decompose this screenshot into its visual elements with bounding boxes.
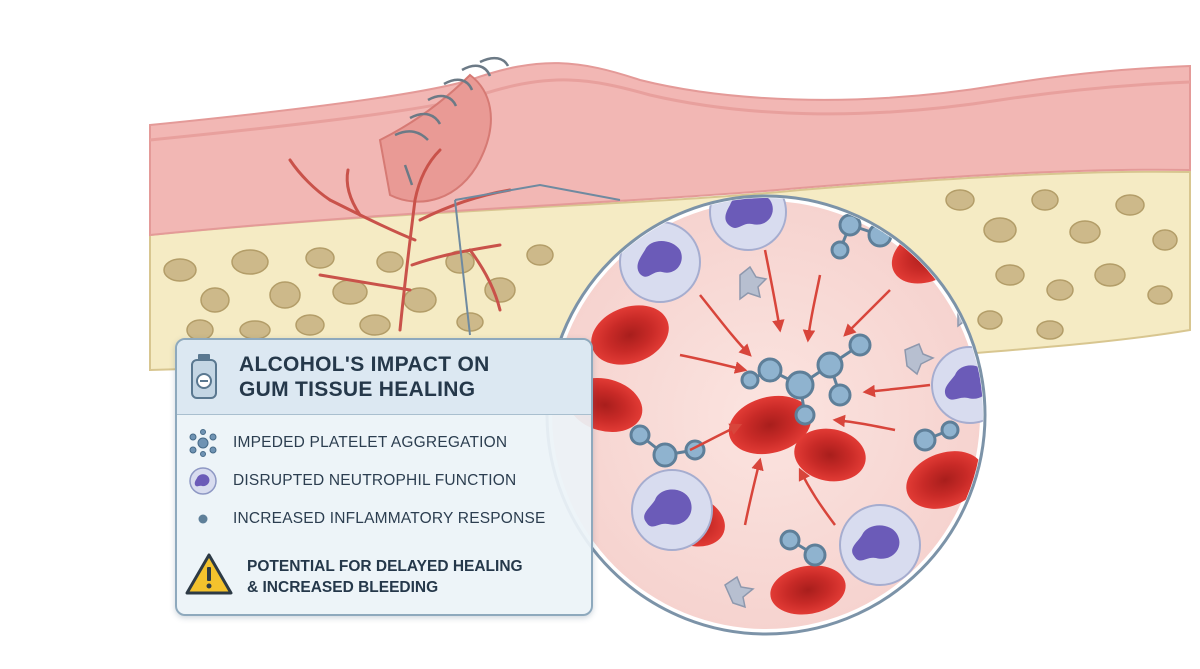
warning-callout: POTENTIAL FOR DELAYED HEALING & INCREASE… (185, 548, 585, 604)
panel-header: ALCOHOL'S IMPACT ON GUM TISSUE HEALING (177, 340, 591, 415)
blood-vessels (288, 148, 512, 332)
page-title: ALCOHOL'S IMPACT ON GUM TISSUE HEALING (239, 352, 579, 402)
gum-tissue (149, 56, 1191, 332)
neutrophils (619, 198, 983, 586)
warning-line-2: & INCREASED BLEEDING (247, 579, 439, 596)
list-item-inflammatory: INCREASED INFLAMMATORY RESPONSE (187, 502, 587, 536)
alcohol-bottle-icon (191, 354, 217, 399)
title-line-1: ALCOHOL'S IMPACT ON (239, 353, 490, 376)
list-item-platelet: IMPEDED PLATELET AGGREGATION (187, 426, 587, 460)
sutures (394, 56, 510, 186)
neutrophil-icon (189, 467, 217, 495)
list-item-neutrophil: DISRUPTED NEUTROPHIL FUNCTION (187, 464, 587, 498)
warning-triangle-icon (185, 553, 233, 595)
microscopic-view-circle (545, 194, 987, 636)
red-blood-cells (567, 198, 983, 615)
list-item-label: IMPEDED PLATELET AGGREGATION (233, 434, 508, 451)
list-item-label: INCREASED INFLAMMATORY RESPONSE (233, 510, 546, 527)
small-dot-icon (198, 514, 208, 524)
zoom-connector (454, 183, 621, 336)
list-item-label: DISRUPTED NEUTROPHIL FUNCTION (233, 472, 517, 489)
platelet-cluster-icon (189, 429, 217, 457)
info-panel: ALCOHOL'S IMPACT ON GUM TISSUE HEALING I… (175, 338, 593, 616)
converging-arrows (679, 249, 931, 526)
warning-text: POTENTIAL FOR DELAYED HEALING & INCREASE… (247, 556, 523, 598)
title-line-2: GUM TISSUE HEALING (239, 378, 476, 401)
warning-line-1: POTENTIAL FOR DELAYED HEALING (247, 558, 523, 575)
